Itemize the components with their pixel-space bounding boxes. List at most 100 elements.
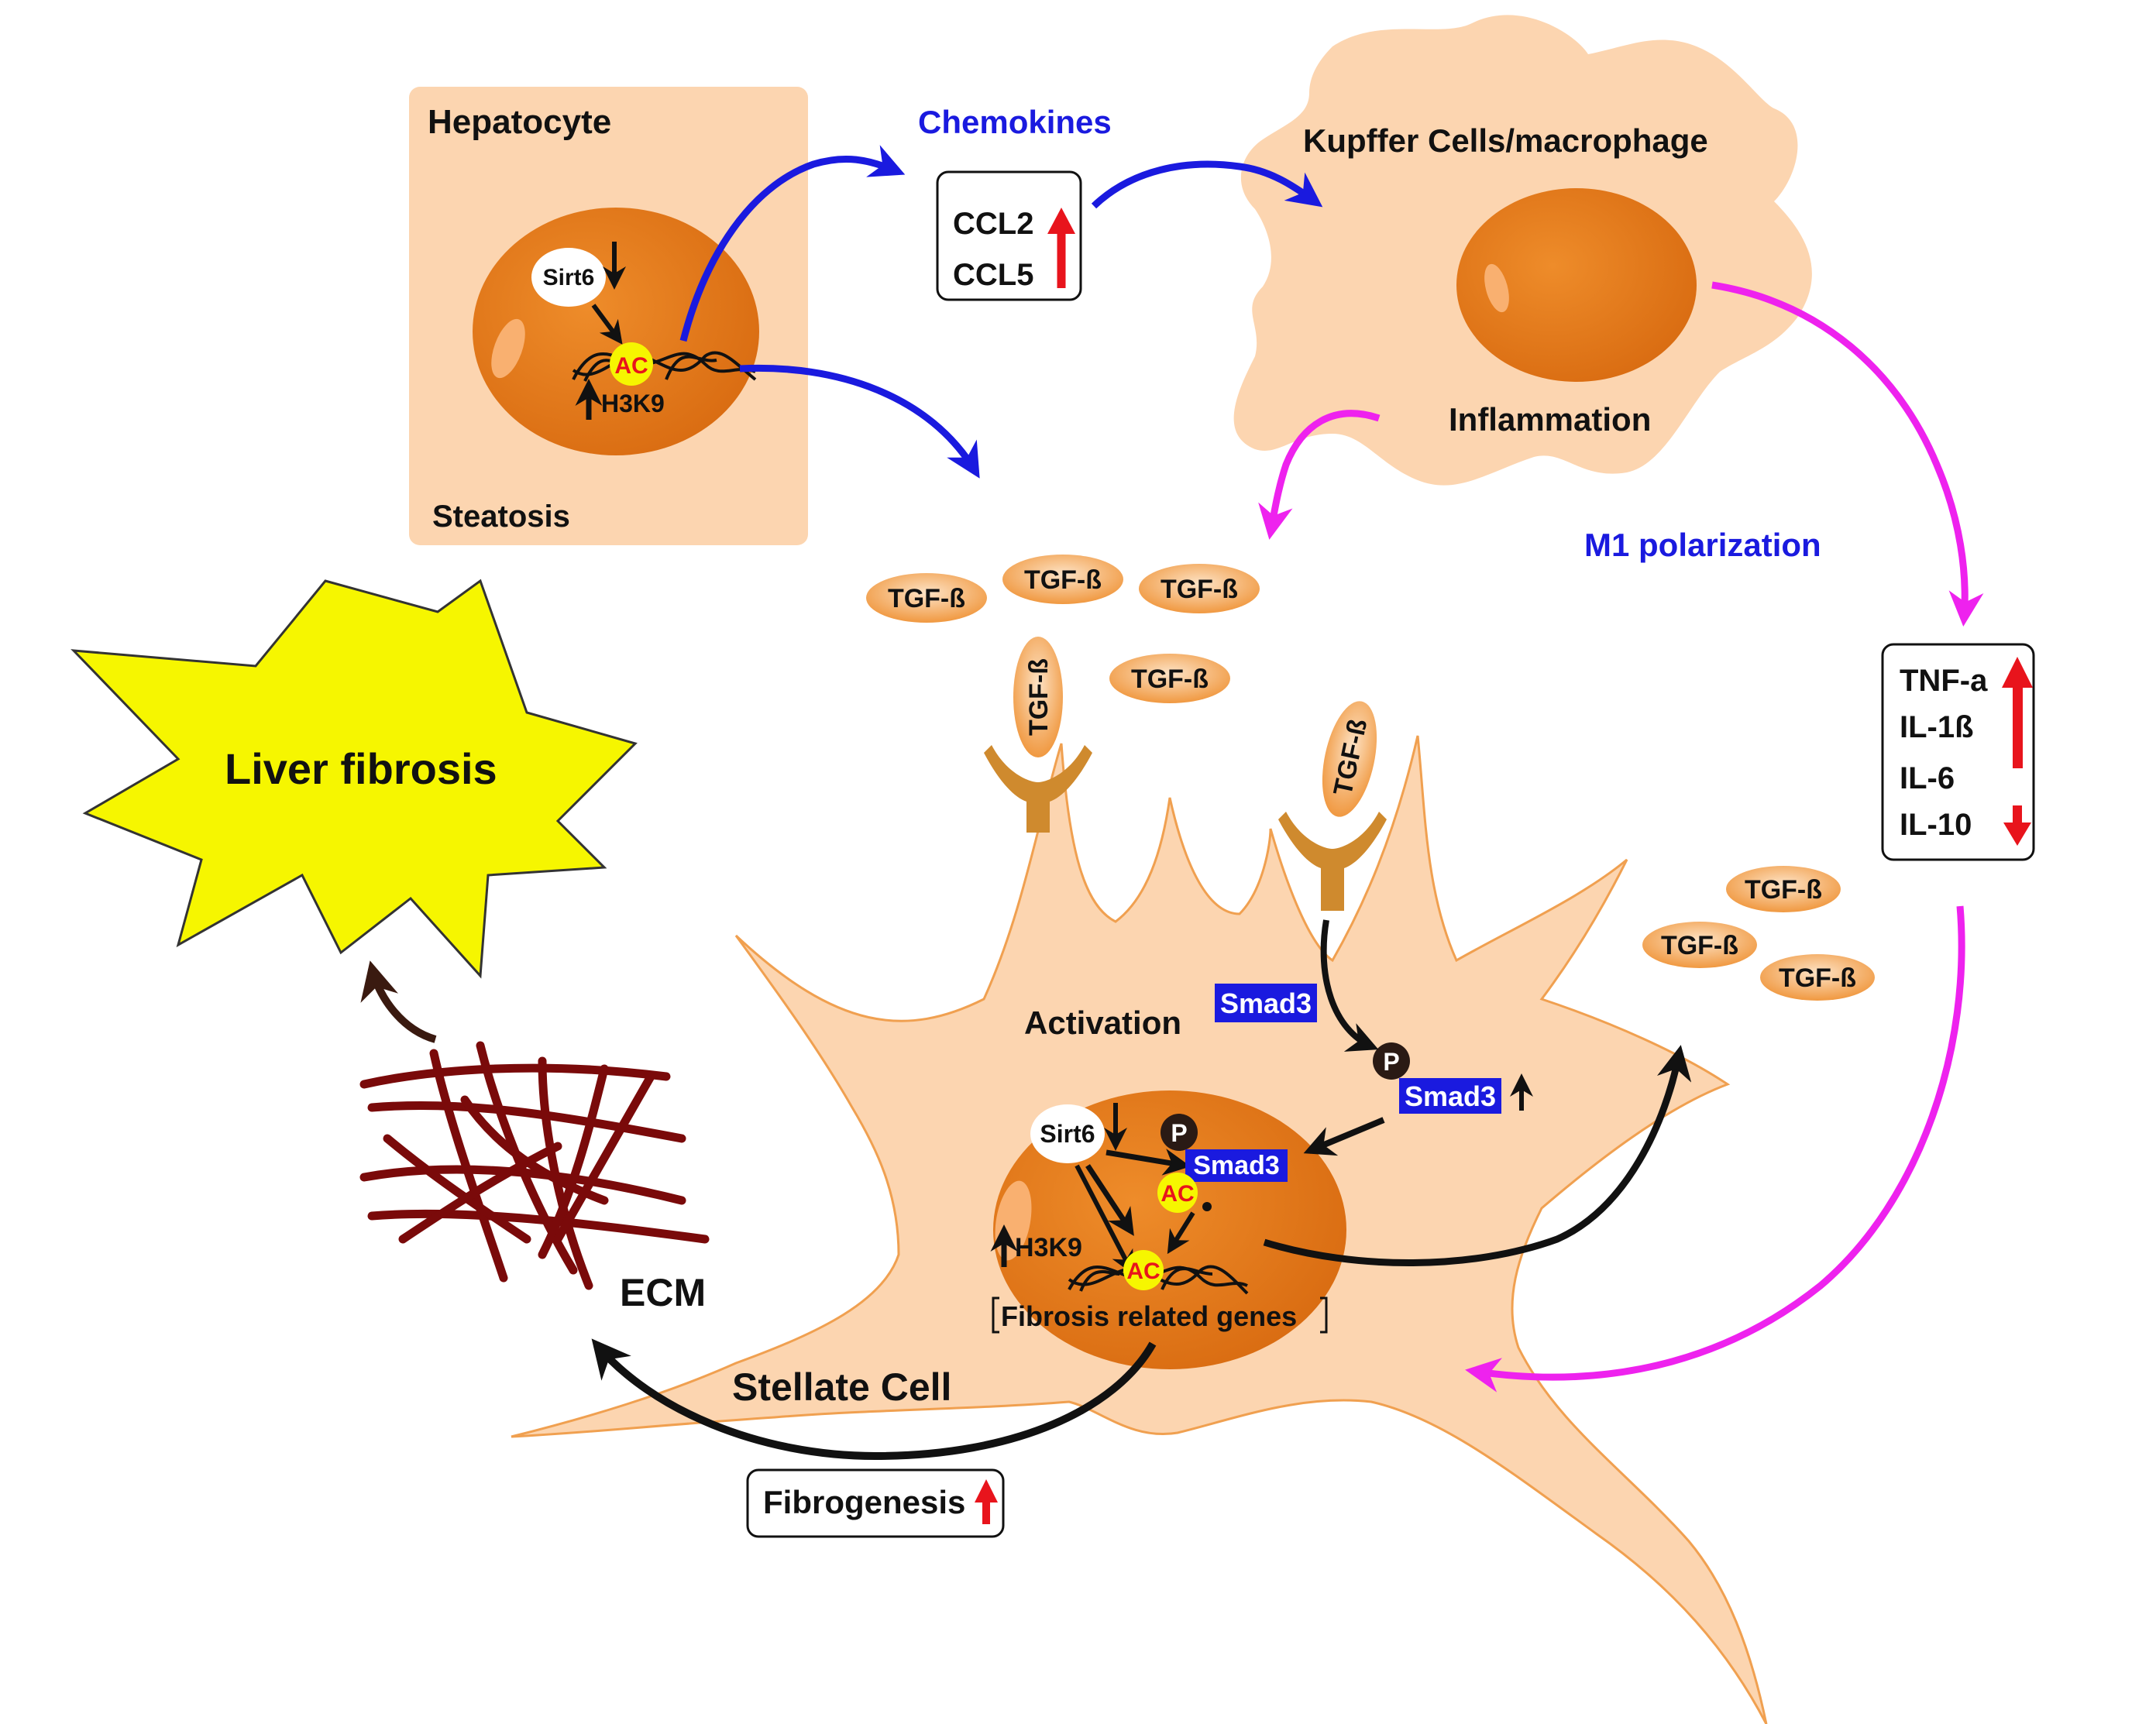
kupffer-nucleus (1456, 188, 1697, 382)
tgf-label: TGF-ß (1661, 931, 1738, 960)
receptor-left (984, 745, 1092, 833)
kupffer-group: Kupffer Cells/macrophage Inflammation (1233, 15, 1812, 486)
tgf-oval (1642, 922, 1757, 968)
smad3-ac-marker (1157, 1173, 1198, 1213)
chemokine-item: CCL2 (953, 207, 1033, 241)
chemokines-box (936, 170, 1082, 301)
phospho-label: P (1171, 1119, 1187, 1147)
tgf-label: TGF-ß (1779, 963, 1856, 993)
tgf-oval (1726, 866, 1841, 912)
tgf-label: TGF-ß (1131, 665, 1209, 694)
activation-label: Activation (1024, 1005, 1181, 1041)
h3k9-label: H3K9 (601, 390, 665, 417)
ecm-label: ECM (620, 1271, 706, 1314)
kupffer-nucleolus-highlight (1484, 263, 1509, 313)
tgf-ovals: TGF-ß TGF-ß TGF-ß TGF-ß TGF-ß TGF-ß TGF-… (866, 555, 1875, 1001)
tgf-oval (1002, 555, 1123, 604)
nucleus-to-tgf-arrow (1263, 1045, 1692, 1266)
dna-helix (572, 351, 757, 382)
tgf-label: TGF-ß (1024, 658, 1054, 736)
smad3-ac-label: AC (1161, 1181, 1194, 1207)
cytokines-to-stellate-arrow (1465, 905, 1965, 1393)
cytokines-up-arrow-shaft (2013, 683, 2023, 768)
kupffer-title: Kupffer Cells/macrophage (1303, 122, 1708, 159)
fibrogenesis-group: Fibrogenesis (746, 1468, 1005, 1538)
tgf-oval (1013, 637, 1063, 757)
ac-marker (610, 342, 653, 386)
hepatocyte-to-chemokines-arrow (679, 145, 906, 342)
tgf-label: TGF-ß (1745, 875, 1822, 905)
stellate-sirt6-oval (1030, 1104, 1105, 1163)
smad3-nuclear-label: Smad3 (1193, 1151, 1280, 1180)
kupffer-to-cytokines-arrow (1711, 281, 1984, 627)
sirt6-oval (531, 248, 606, 307)
stellate-h3k9-label: H3K9 (1015, 1233, 1082, 1262)
fibrogenesis-box (746, 1468, 1005, 1538)
hepatocyte-to-tgf-arrow (739, 364, 980, 479)
chemokines-heading: Chemokines (918, 104, 1112, 140)
cytokine-item: IL-10 (1900, 808, 1972, 842)
fibrosis-starburst (70, 579, 638, 979)
gene-ac-marker (1123, 1250, 1164, 1290)
fibrogenesis-label: Fibrogenesis (763, 1484, 965, 1520)
hepatocyte-group: Hepatocyte Steatosis Sirt6 AC H3K9 (409, 87, 808, 545)
sirt6-to-ac-dna-arrow (1075, 1164, 1133, 1275)
tgf-oval (866, 573, 987, 623)
ac-label: AC (614, 353, 648, 379)
stellate-title: Stellate Cell (732, 1365, 951, 1409)
genes-label: Fibrosis related genes (1001, 1300, 1297, 1332)
il10-down-arrow-shaft (2013, 805, 2022, 827)
hepatocyte-title: Hepatocyte (428, 103, 611, 141)
chemokines-up-arrowhead (1047, 208, 1075, 234)
receptor-to-smad3-arrow (1320, 919, 1379, 1052)
acetyl-dot (1202, 1202, 1212, 1211)
fibrosis-label: Liver fibrosis (225, 744, 497, 793)
tgf-oval (1109, 654, 1230, 703)
cytokine-item: TNF-a (1900, 664, 1988, 698)
smad3-cytoplasm-box (1215, 984, 1317, 1022)
nucleolus-highlight (491, 318, 525, 379)
fibrogenesis-up-arrow-shaft (982, 1498, 990, 1524)
ecm-to-fibrosis-arrow (360, 960, 437, 1043)
sirt6-to-ac-arrow (591, 304, 623, 345)
gene-ac-label: AC (1126, 1259, 1160, 1284)
nucleus-to-ecm-arrow (591, 1338, 1157, 1461)
sirt6-to-gene-arrow (1085, 1164, 1134, 1236)
tgf-oval (1760, 954, 1875, 1001)
cytokine-item: IL-1ß (1900, 710, 1974, 744)
phospho-smad3-marker (1373, 1042, 1410, 1080)
genes-bracket-left (992, 1296, 999, 1334)
chemokines-to-kupffer-arrow (1091, 160, 1323, 209)
tgf-label: TGF-ß (1161, 575, 1238, 604)
fibrogenesis-up-arrowhead (975, 1479, 998, 1502)
cytokines-up-arrowhead (2002, 657, 2033, 688)
smad3-nuclear-box (1185, 1149, 1288, 1182)
inflammation-label: Inflammation (1449, 401, 1651, 438)
tgf-oval (1139, 564, 1260, 613)
phospho-marker (1161, 1114, 1198, 1151)
m1-polarization-label: M1 polarization (1584, 527, 1821, 563)
inflammation-to-tgf-arrow (1258, 410, 1381, 540)
ecm-fibers (359, 1041, 710, 1290)
tgf-oval (1322, 701, 1377, 817)
receptor-right (1278, 812, 1387, 911)
tgf-label: TGF-ß (1024, 565, 1102, 595)
phospho-smad3-label: Smad3 (1405, 1080, 1496, 1112)
smad3-into-nucleus-arrow (1303, 1117, 1385, 1156)
genes-bracket-right (1320, 1296, 1328, 1334)
chemokines-group: Chemokines CCL2 CCL5 (918, 104, 1112, 301)
sirt6-label: Sirt6 (543, 265, 595, 290)
tgf-label: TGF-ß (888, 584, 965, 613)
chemokine-item: CCL5 (953, 258, 1033, 292)
ac-to-dna-arrow (1167, 1211, 1195, 1255)
cytokine-item: IL-6 (1900, 761, 1955, 795)
phospho-smad3-p-label: P (1383, 1048, 1399, 1076)
cytokines-group: TNF-a IL-1ß IL-6 IL-10 (1881, 643, 2035, 861)
steatosis-label: Steatosis (432, 500, 570, 534)
il10-down-arrowhead (2003, 823, 2031, 846)
smad3-cytoplasm-label: Smad3 (1220, 987, 1312, 1019)
phospho-smad3-box (1399, 1078, 1501, 1114)
stellate-sirt6-label: Sirt6 (1040, 1120, 1095, 1148)
